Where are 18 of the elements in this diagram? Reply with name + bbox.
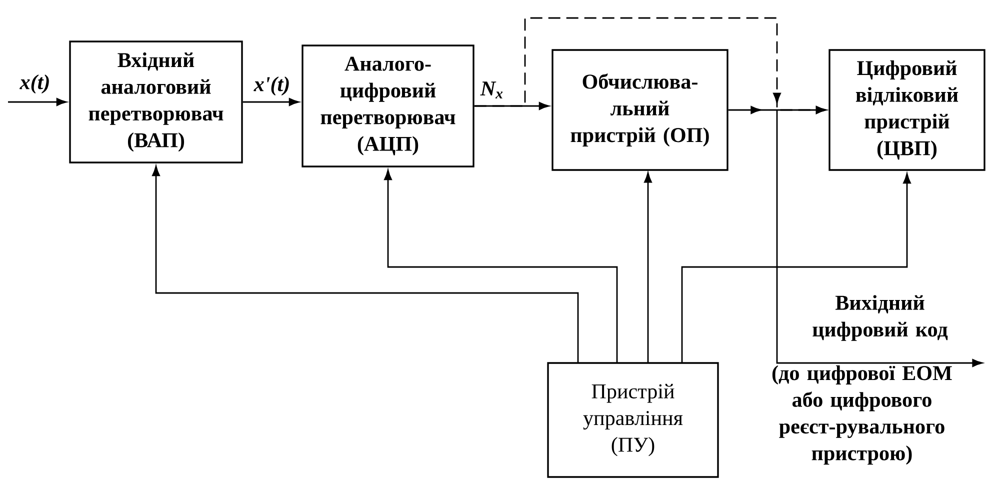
edge-label: x'(t) — [254, 76, 289, 96]
arrow — [474, 17, 826, 114]
block-box: Вхідний аналоговий перетворювач (ВАП) — [69, 40, 243, 164]
arrow — [384, 170, 618, 363]
edge-label: N$_{x}$ — [480, 82, 503, 98]
arrow — [644, 172, 652, 363]
note-text: (до цифрової ЕОМ або цифрового реєст-рувального пристрою) — [772, 365, 952, 465]
block-box: Аналого-цифровий перетворювач (АЦП) — [302, 44, 474, 168]
arrow — [681, 173, 911, 363]
arrow — [242, 98, 300, 106]
block-box: Пристрій управління (ПУ) — [547, 362, 719, 478]
block-box: Обчислюва-льний пристрій (ОП) — [552, 49, 728, 171]
arrow — [8, 98, 67, 106]
block-box: Цифровий відліковий пристрій (ЦВП) — [828, 49, 986, 171]
arrow — [776, 110, 983, 367]
edge-label: Вихідний цифровий код — [812, 295, 948, 341]
arrow — [152, 166, 579, 363]
edge-label: x(t) — [20, 74, 49, 94]
